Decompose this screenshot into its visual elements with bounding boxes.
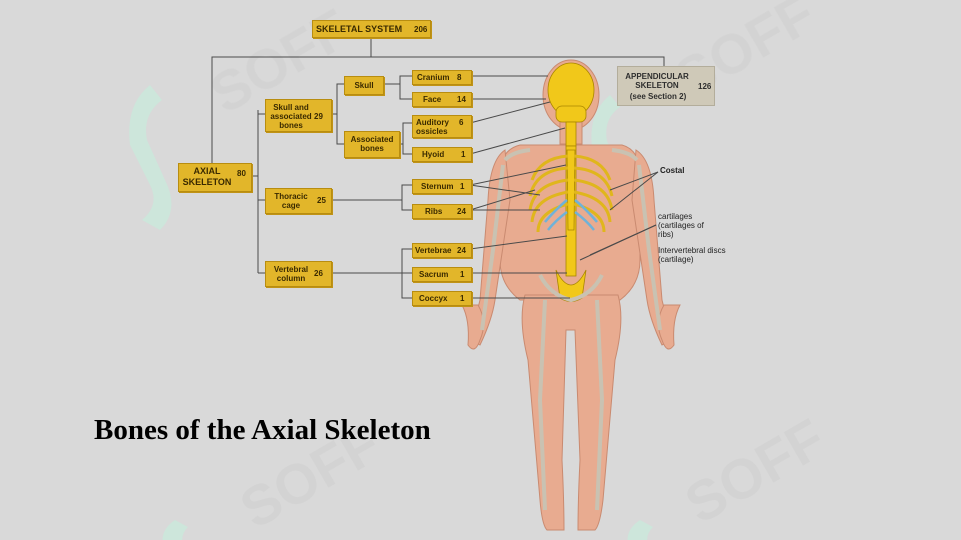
box-count: 8 <box>457 73 462 82</box>
box-label: SKELETAL SYSTEM <box>316 24 403 34</box>
box-label: Coccyx <box>419 294 448 303</box>
face-box: Face 14 <box>412 92 472 107</box>
watermark-logo-icon <box>129 85 172 230</box>
box-label: Face <box>423 95 442 104</box>
box-count: 29 <box>314 112 323 121</box>
box-count: 1 <box>460 294 465 303</box>
box-count: 26 <box>314 269 323 278</box>
associated-bones-box: Associated bones <box>344 131 400 158</box>
box-label: Skull and associated bones <box>270 103 312 130</box>
box-label: Vertebral column <box>273 265 309 283</box>
intervertebral-discs-label: Intervertebral discs (cartilage) <box>658 246 726 264</box>
box-label: Sternum <box>421 182 454 191</box>
box-label: Auditory ossicles <box>416 118 449 136</box>
box-count: 206 <box>414 25 428 34</box>
skull-associated-box: Skull and associated bones 29 <box>265 99 332 132</box>
sacrum-box: Sacrum 1 <box>412 267 472 282</box>
box-label: Ribs <box>425 207 443 216</box>
vertebrae-box: Vertebrae 24 <box>412 243 472 258</box>
box-label: AXIAL SKELETON <box>182 166 232 187</box>
box-label: Hyoid <box>422 150 445 159</box>
legs-outline <box>521 294 622 531</box>
box-count: 80 <box>237 169 246 178</box>
box-note: (see Section 2) <box>629 92 687 101</box>
box-count: 24 <box>457 246 466 255</box>
box-label: APPENDICULAR SKELETON <box>625 72 689 90</box>
box-label: Thoracic cage <box>274 192 308 210</box>
box-count: 126 <box>698 82 712 91</box>
skeletal-system-box: SKELETAL SYSTEM 206 <box>312 20 431 38</box>
appendicular-skeleton-box: APPENDICULAR SKELETON 126 (see Section 2… <box>617 66 715 106</box>
box-label: Cranium <box>417 73 450 82</box>
box-count: 1 <box>461 150 466 159</box>
sternum-box: Sternum 1 <box>412 179 472 194</box>
coccyx-box: Coccyx 1 <box>412 291 472 306</box>
cranium-box: Cranium 8 <box>412 70 472 85</box>
auditory-ossicles-box: Auditory ossicles 6 <box>412 115 472 138</box>
thoracic-cage-box: Thoracic cage 25 <box>265 188 332 214</box>
box-count: 25 <box>317 196 326 205</box>
box-label: Associated bones <box>350 135 394 153</box>
box-count: 6 <box>459 118 464 127</box>
box-label: Vertebrae <box>415 246 452 255</box>
vertebral-column-box: Vertebral column 26 <box>265 261 332 287</box>
costal-label: Costal <box>660 166 685 175</box>
watermark-logo-icon <box>627 520 653 540</box>
box-label: Sacrum <box>419 270 449 279</box>
box-count: 14 <box>457 95 466 104</box>
skull-box: Skull <box>344 76 384 95</box>
cartilages-label: cartilages (cartilages of ribs) <box>658 212 704 239</box>
box-count: 24 <box>457 207 466 216</box>
slide-title: Bones of the Axial Skeleton <box>94 414 431 446</box>
hyoid-box: Hyoid 1 <box>412 147 472 162</box>
watermark-logo-icon <box>162 520 188 540</box>
axial-skeleton-box: AXIAL SKELETON 80 <box>178 163 252 192</box>
box-label: Skull <box>354 81 374 90</box>
ribs-box: Ribs 24 <box>412 204 472 219</box>
box-count: 1 <box>460 182 465 191</box>
box-count: 1 <box>460 270 465 279</box>
